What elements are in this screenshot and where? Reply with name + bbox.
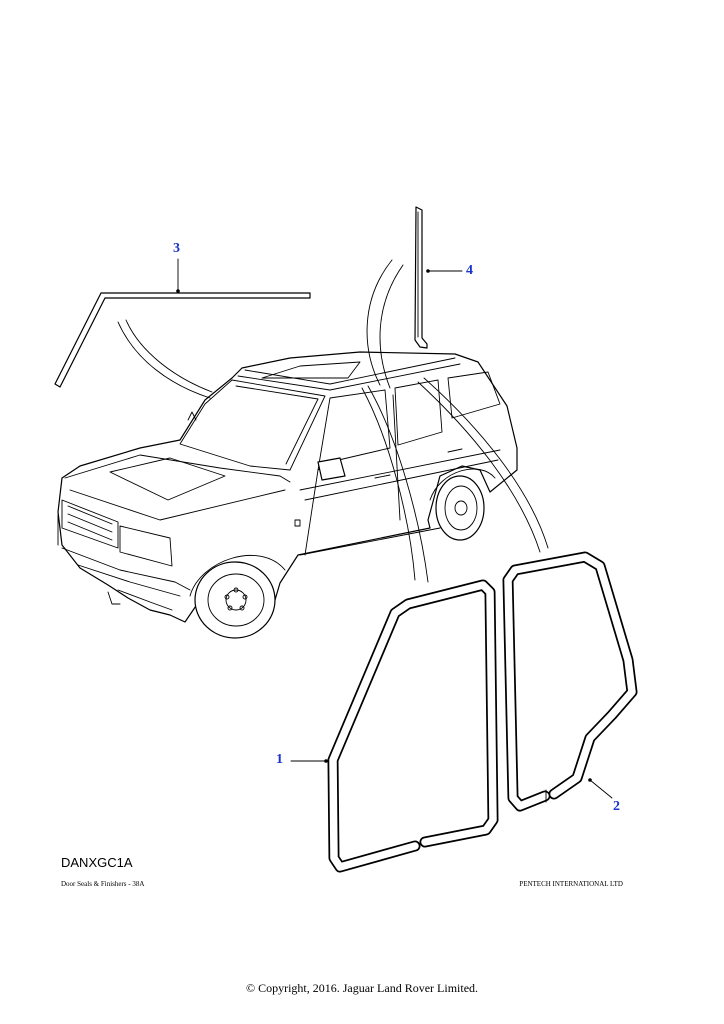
part-3-roof-finisher[interactable] <box>54 292 311 388</box>
callout-leaders <box>176 258 613 799</box>
copyright-notice: © Copyright, 2016. Jaguar Land Rover Lim… <box>245 981 479 995</box>
callout-3[interactable]: 3 <box>173 241 180 256</box>
publisher-label: PENTECH INTERNATIONAL LTD <box>519 880 623 888</box>
part-1-front-door-seal[interactable] <box>327 579 499 873</box>
callout-2[interactable]: 2 <box>613 799 620 814</box>
part-4-pillar-finisher[interactable] <box>414 206 428 349</box>
vehicle-illustration <box>57 351 518 639</box>
part-2-rear-door-seal[interactable] <box>502 551 638 812</box>
diagram-code: DANXGC1A <box>61 855 133 870</box>
diagram-subtitle: Door Seals & Finishers - 38A <box>61 880 145 888</box>
callout-4[interactable]: 4 <box>466 263 473 278</box>
callout-1[interactable]: 1 <box>276 752 283 767</box>
leader-lines <box>117 259 549 583</box>
